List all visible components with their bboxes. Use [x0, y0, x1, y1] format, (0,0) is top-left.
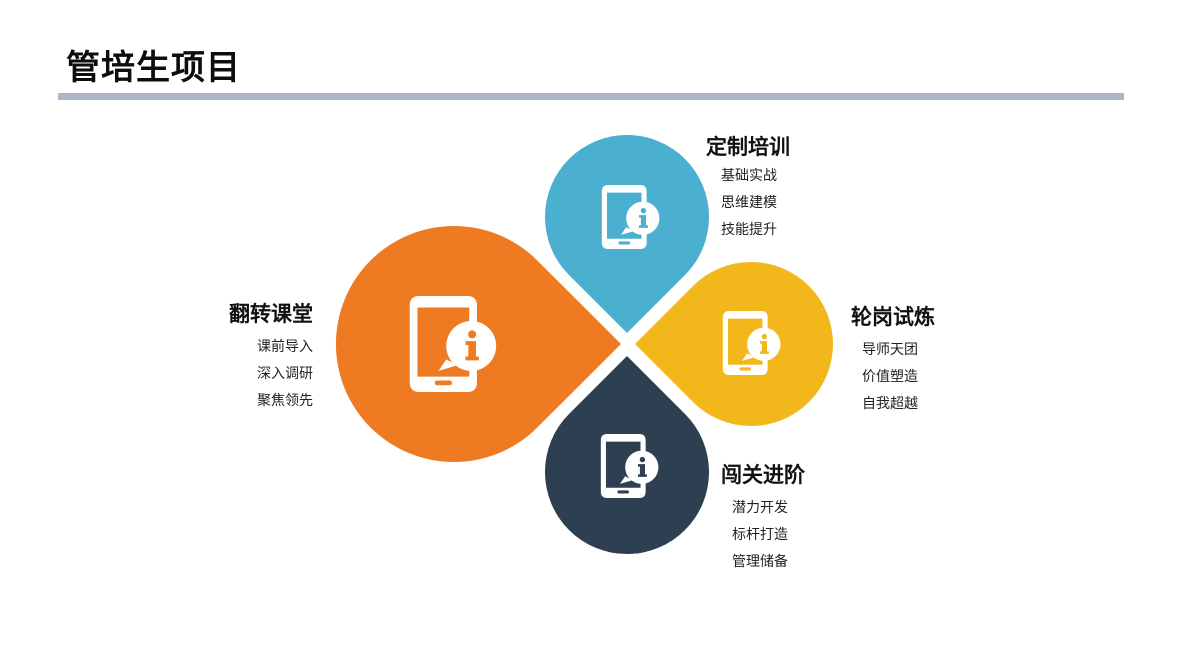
- label-group-left: 翻转课堂 课前导入 深入调研 聚焦领先: [200, 300, 313, 415]
- petal-item: 潜力开发: [732, 500, 788, 516]
- label-group-right: 轮岗试炼 导师天团 价值塑造 自我超越: [851, 303, 935, 418]
- petal-item: 导师天团: [862, 342, 918, 358]
- petal-item: 基础实战: [721, 168, 777, 184]
- page-title: 管培生项目: [66, 48, 241, 88]
- petal-item: 思维建模: [721, 195, 777, 211]
- petal-title: 闯关进阶: [721, 463, 805, 487]
- petal-top-blue: [544, 134, 710, 333]
- petal-item: 技能提升: [721, 222, 777, 238]
- petal-item: 课前导入: [257, 339, 313, 355]
- petal-title: 翻转课堂: [229, 302, 313, 326]
- petal-item: 标杆打造: [732, 527, 788, 543]
- petal-item-list: 潜力开发 标杆打造 管理储备: [732, 495, 805, 576]
- petal-item: 自我超越: [862, 396, 918, 412]
- petal-item-list: 课前导入 深入调研 聚焦领先: [200, 334, 313, 415]
- petal-item: 管理储备: [732, 554, 788, 570]
- petal-item: 聚焦领先: [257, 393, 313, 409]
- petal-left-orange: [335, 225, 621, 462]
- petal-item-list: 基础实战 思维建模 技能提升: [721, 163, 790, 244]
- title-underline-divider: [58, 93, 1124, 100]
- petal-bottom-navy: [544, 356, 710, 555]
- petal-item: 价值塑造: [862, 369, 918, 385]
- petal-item-list: 导师天团 价值塑造 自我超越: [862, 337, 935, 418]
- petal-item: 深入调研: [257, 366, 313, 382]
- label-group-top: 定制培训 基础实战 思维建模 技能提升: [706, 133, 790, 244]
- petal-title: 定制培训: [706, 135, 790, 159]
- petal-right-yellow: [635, 261, 834, 427]
- petal-title: 轮岗试炼: [851, 305, 935, 329]
- label-group-bottom: 闯关进阶 潜力开发 标杆打造 管理储备: [721, 461, 805, 576]
